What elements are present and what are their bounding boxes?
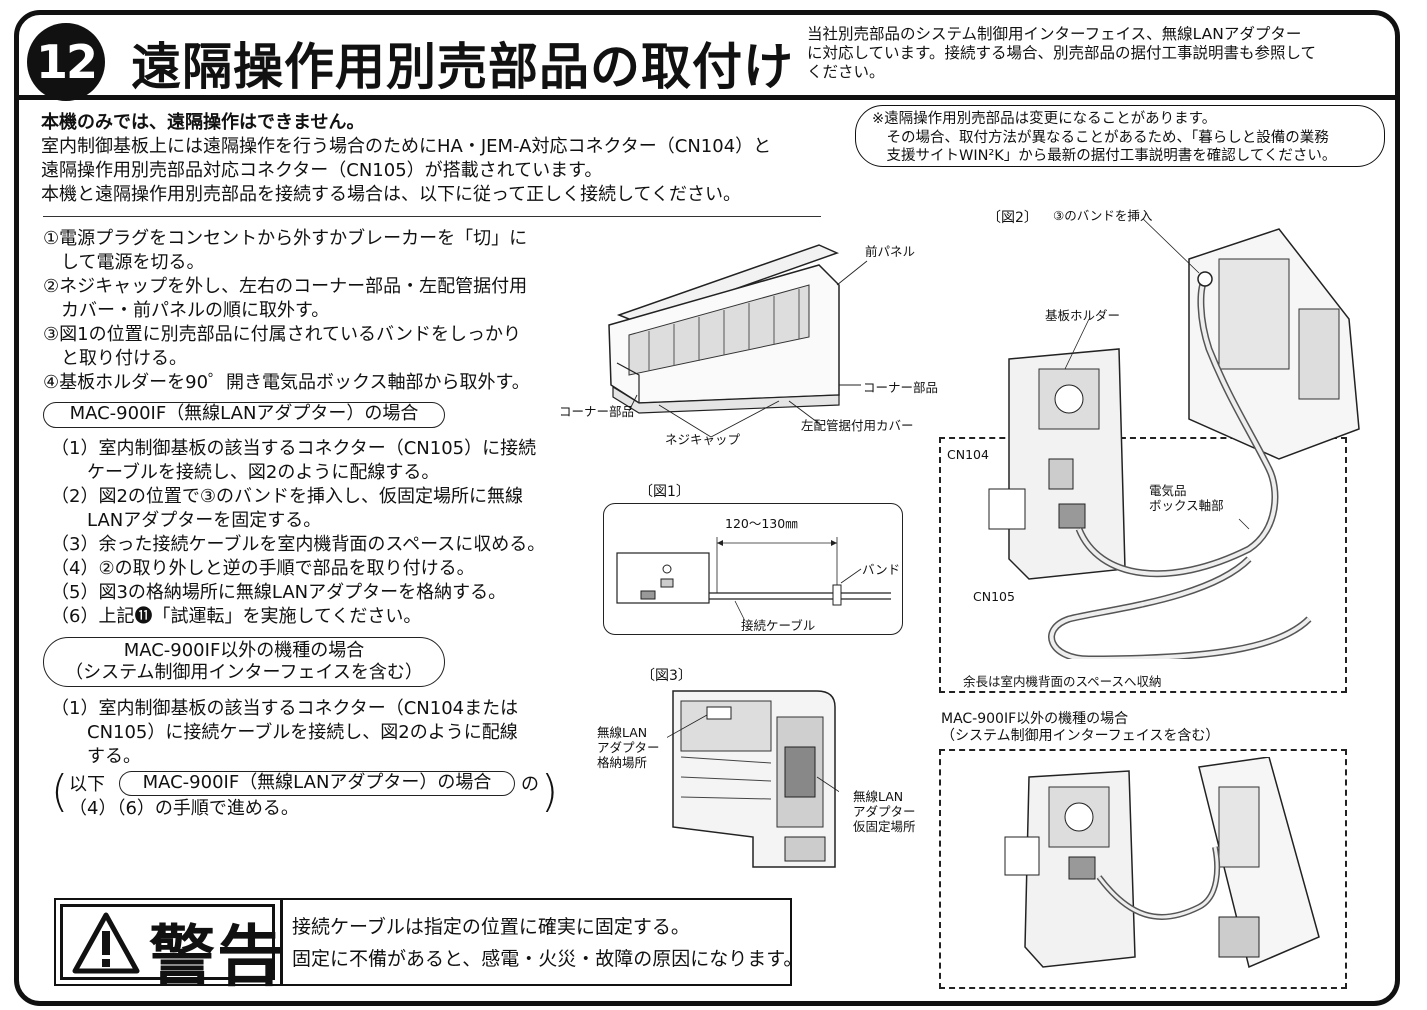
fig2-title: 〔図2〕 (987, 210, 1038, 226)
other-step: する。 (51, 746, 141, 767)
fig-other-illustration (1004, 757, 1320, 969)
mac900-step: （5）図3の格納場所に無線LANアダプターを格納する。 (51, 582, 507, 603)
label-corner-right: コーナー部品 (863, 380, 939, 395)
fig1-label-band: バンド (862, 562, 901, 577)
label-pipe-cover: 左配管据付用カバー (801, 418, 914, 433)
warning-title: 警告 (149, 918, 285, 995)
fig1-box (603, 503, 903, 635)
header-note: 当社別売部品のシステム制御用インターフェイス、無線LANアダプター に対応してい… (807, 25, 1317, 81)
step-line: して電源を切る。 (43, 252, 205, 273)
label-corner-left: コーナー部品 (559, 404, 635, 419)
other-ref-line2: （4）（6）の手順で進める。 (69, 798, 299, 819)
page-title: 遠隔操作用別売部品の取付け (131, 38, 794, 96)
step-line: カバー・前パネルの順に取外す。 (43, 300, 330, 321)
other-ref-prefix: 以下 (69, 774, 105, 795)
fig3-label-temp: 無線LAN アダプター 仮固定場所 (853, 789, 916, 834)
section-number-badge: 12 (27, 23, 105, 101)
intro-heading: 本機のみでは、遠隔操作はできません。 (41, 112, 365, 133)
other-ref-pill: MAC-900IF（無線LANアダプター）の場合 (119, 771, 515, 796)
step-line: と取り付ける。 (43, 348, 187, 369)
warning-label-box: 警告 (60, 904, 283, 995)
fig3-label-storage: 無線LAN アダプター 格納場所 (597, 725, 660, 770)
fig2-label-cn105: CN105 (973, 589, 1015, 604)
fig-other-title: MAC-900IF以外の機種の場合 （システム制御用インターフェイスを含む） (941, 711, 1220, 744)
step-line: ④基板ホルダーを90゜開き電気品ボックス軸部から取外す。 (43, 372, 530, 393)
unit-removal-illustration (608, 244, 868, 438)
intro-line-1: 室内制御基板上には遠隔操作を行う場合のためにHA・JEM-A対応コネクター（CN… (41, 136, 772, 157)
fig1-dimension: 120〜130㎜ (725, 516, 798, 531)
other-label-pill: MAC-900IF以外の機種の場合 （システム制御用インターフェイスを含む） (43, 637, 445, 687)
fig2-detail-dashed-box (939, 437, 1347, 693)
fig1-illustration (616, 537, 891, 622)
warning-triangle-icon (72, 912, 140, 974)
label-front-panel: 前パネル (865, 244, 916, 259)
mac900-step: （2）図2の位置で③のバンドを挿入し、仮固定場所に無線 (51, 486, 523, 507)
warning-line-2: 固定に不備があると、感電・火災・故障の原因になります。 (292, 948, 803, 970)
step-line: ①電源プラグをコンセントから外すかブレーカーを「切」に (43, 228, 528, 249)
mac900-step: （3）余った接続ケーブルを室内機背面のスペースに収める。 (51, 534, 546, 555)
fig3-title: 〔図3〕 (641, 668, 692, 684)
other-step: CN105）に接続ケーブルを接続し、図2のように配線 (51, 722, 518, 743)
label-screw-cap: ネジキャップ (665, 432, 741, 447)
warning-line-1: 接続ケーブルは指定の位置に確実に固定する。 (292, 916, 690, 938)
fig1-title: 〔図1〕 (639, 484, 690, 500)
mac900-step: （6）上記⓫「試運転」を実施してください。 (51, 606, 422, 627)
other-ref-suffix: の (521, 774, 539, 795)
fig1-label-cable: 接続ケーブル (741, 618, 816, 633)
right-paren: ) (541, 766, 559, 817)
mac900-step: （4）②の取り外しと逆の手順で部品を取り付ける。 (51, 558, 475, 579)
other-step: （1）室内制御基板の該当するコネクター（CN104または (51, 698, 519, 719)
warning-separator (280, 900, 283, 984)
fig2-label-excess: 余長は室内機背面のスペースへ収納 (963, 674, 1162, 689)
fig2-label-holder: 基板ホルダー (1045, 308, 1121, 323)
header-rule (19, 95, 1395, 100)
section-divider (43, 216, 821, 217)
fig3-illustration (667, 690, 839, 868)
fig-other-dashed-box (939, 749, 1347, 989)
left-paren: ( (51, 766, 69, 817)
fig2-label-box-axis: 電気品 ボックス軸部 (1149, 483, 1224, 513)
page-frame: 12 遠隔操作用別売部品の取付け 当社別売部品のシステム制御用インターフェイス、… (14, 10, 1400, 1006)
mac900-step: （1）室内制御基板の該当するコネクター（CN105）に接続 (51, 438, 537, 459)
fig2-label-cn104: CN104 (947, 447, 989, 462)
mac900-step: ケーブルを接続し、図2のように配線する。 (51, 462, 440, 483)
notice-box: ※遠隔操作用別売部品は変更になることがあります。 その場合、取付方法が異なること… (855, 105, 1385, 167)
intro-line-3: 本機と遠隔操作用別売部品を接続する場合は、以下に従って正しく接続してください。 (41, 184, 742, 205)
fig2-illustration (988, 219, 1360, 659)
step-line: ②ネジキャップを外し、左右のコーナー部品・左配管据付用 (43, 276, 528, 297)
mac900-step: LANアダプターを固定する。 (51, 510, 322, 531)
fig2-label-band-insert: ③のバンドを挿入 (1053, 208, 1153, 223)
warning-box: 警告 接続ケーブルは指定の位置に確実に固定する。 固定に不備があると、感電・火災… (54, 898, 802, 995)
intro-line-2: 遠隔操作用別売部品対応コネクター（CN105）が搭載されています。 (41, 160, 603, 181)
mac900-label-pill: MAC-900IF（無線LANアダプター）の場合 (43, 402, 445, 428)
step-line: ③図1の位置に別売部品に付属されているバンドをしっかり (43, 324, 521, 345)
